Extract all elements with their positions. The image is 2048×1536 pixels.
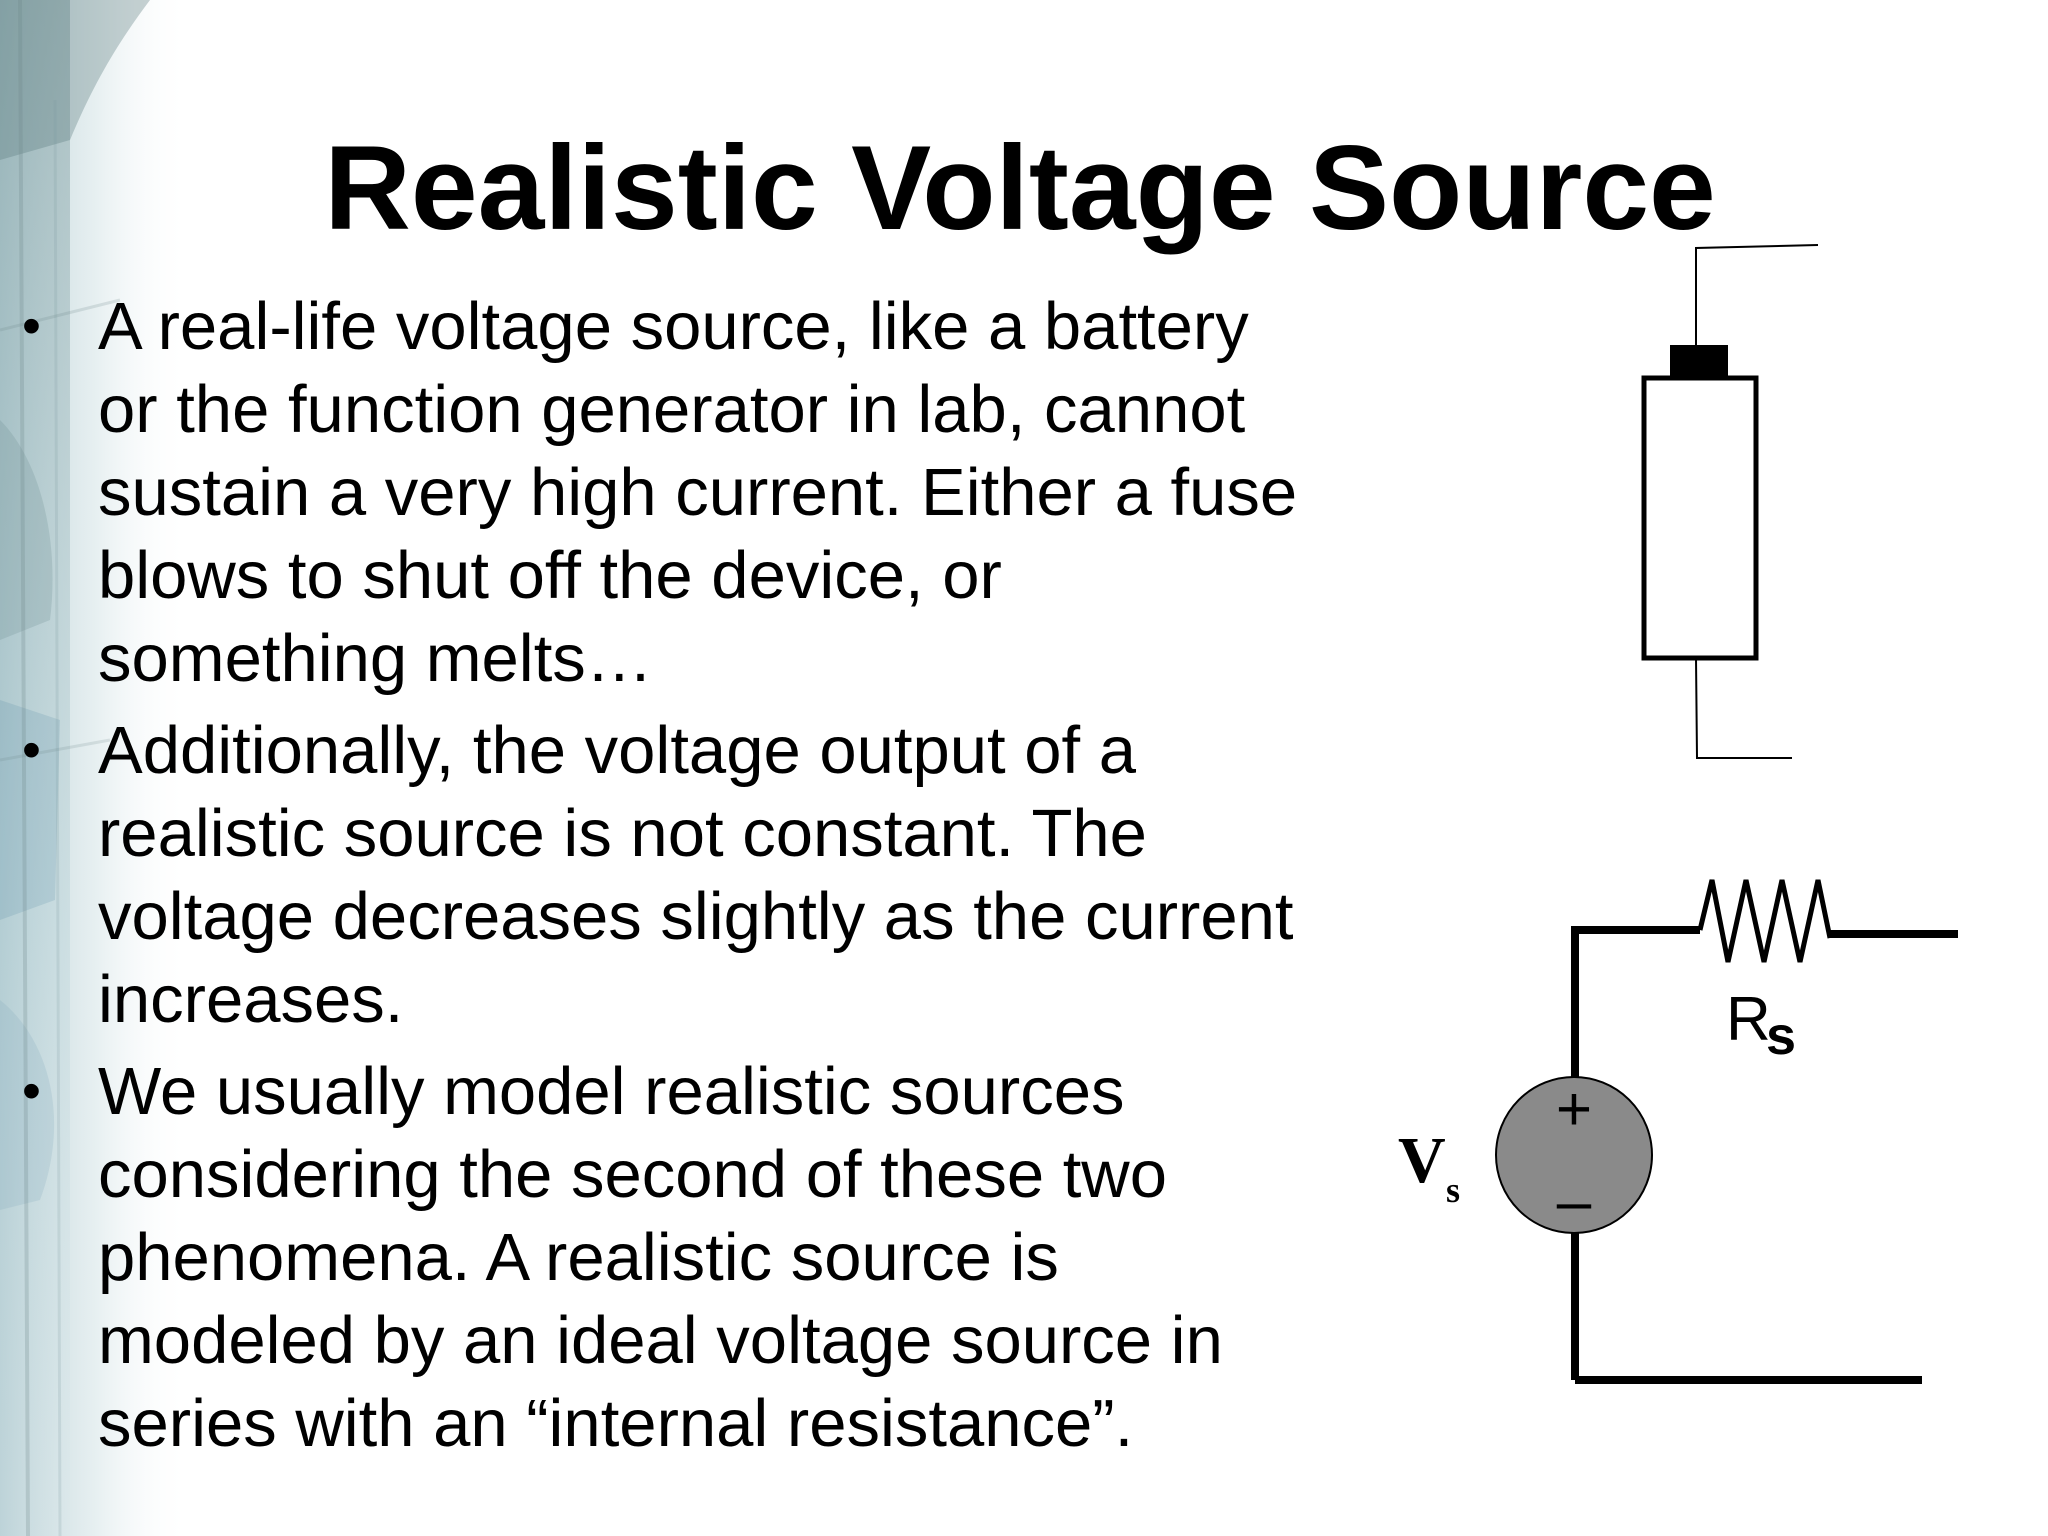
source-minus-sign: –: [1557, 1167, 1592, 1236]
bullet-text: We usually model realistic sources consi…: [98, 1054, 1223, 1461]
resistor-label-main: R: [1726, 985, 1771, 1054]
bullet-item: • Additionally, the voltage output of a …: [18, 709, 1308, 1041]
source-label: V s: [1398, 1124, 1460, 1210]
battery-terminal: [1670, 345, 1728, 377]
resistor-symbol: [1697, 879, 1833, 963]
source-label-main: V: [1398, 1124, 1446, 1197]
bullet-marker: •: [22, 296, 41, 356]
bullet-text: Additionally, the voltage output of a re…: [98, 713, 1294, 1037]
resistor-label: R s: [1726, 985, 1796, 1066]
bullet-text: A real-life voltage source, like a batte…: [98, 289, 1298, 696]
battery-illustration: [1641, 244, 1819, 759]
battery-body: [1641, 375, 1759, 661]
slide-title: Realistic Voltage Source: [324, 121, 1716, 255]
voltage-source-circle: [1495, 1076, 1653, 1234]
bullet-marker: •: [22, 1061, 41, 1121]
source-model: + – V s R s: [1398, 879, 1958, 1384]
battery-top-lead: [1695, 244, 1819, 345]
resistor-label-subscript: s: [1766, 1006, 1796, 1066]
battery-bottom-lead: [1695, 657, 1792, 759]
bullet-item: • We usually model realistic sources con…: [18, 1050, 1308, 1465]
bullet-list: • A real-life voltage source, like a bat…: [18, 285, 1308, 1474]
top-wire: [1571, 926, 1700, 1085]
source-plus-sign: +: [1556, 1075, 1592, 1144]
bullet-marker: •: [22, 720, 41, 780]
bullet-item: • A real-life voltage source, like a bat…: [18, 285, 1308, 700]
source-label-subscript: s: [1446, 1170, 1460, 1210]
